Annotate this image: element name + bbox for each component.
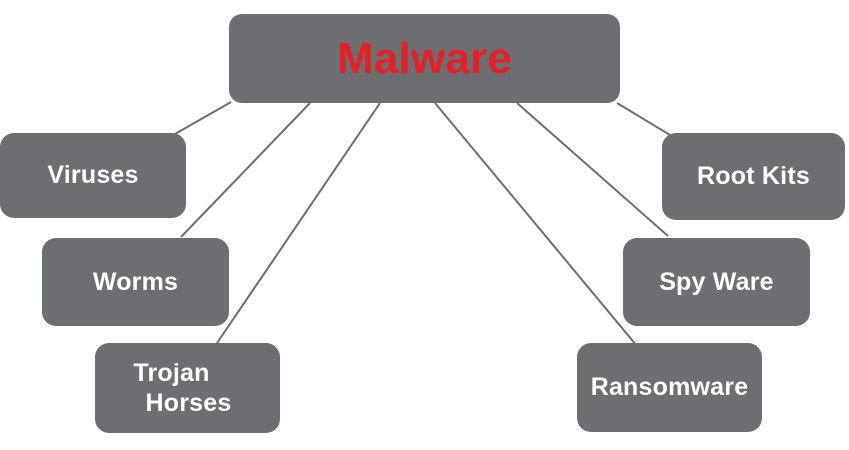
node-trojan-horses: Trojan Horses xyxy=(95,343,280,433)
node-spy-ware-label: Spy Ware xyxy=(659,267,774,296)
node-viruses: Viruses xyxy=(0,133,186,218)
node-malware: Malware xyxy=(229,14,620,103)
node-ransomware-label: Ransomware xyxy=(590,373,749,401)
edge-malware-ransomware xyxy=(434,102,638,347)
node-trojan-horses-label-line1: Trojan xyxy=(133,359,210,387)
edge-malware-viruses xyxy=(174,101,232,135)
edge-malware-spy-ware xyxy=(516,102,669,237)
edge-malware-root-kits xyxy=(616,102,671,136)
node-viruses-label: Viruses xyxy=(47,161,139,189)
node-worms: Worms xyxy=(42,238,229,326)
node-malware-label: Malware xyxy=(336,33,513,83)
edge-malware-trojan-horses xyxy=(214,102,381,347)
edge-malware-worms xyxy=(180,102,311,238)
node-trojan-horses-label-line2: Horses xyxy=(145,389,232,417)
node-ransomware: Ransomware xyxy=(577,343,762,432)
node-worms-label: Worms xyxy=(92,267,179,296)
node-spy-ware: Spy Ware xyxy=(623,238,810,326)
node-root-kits-label: Root Kits xyxy=(697,162,810,190)
node-root-kits: Root Kits xyxy=(662,133,845,220)
